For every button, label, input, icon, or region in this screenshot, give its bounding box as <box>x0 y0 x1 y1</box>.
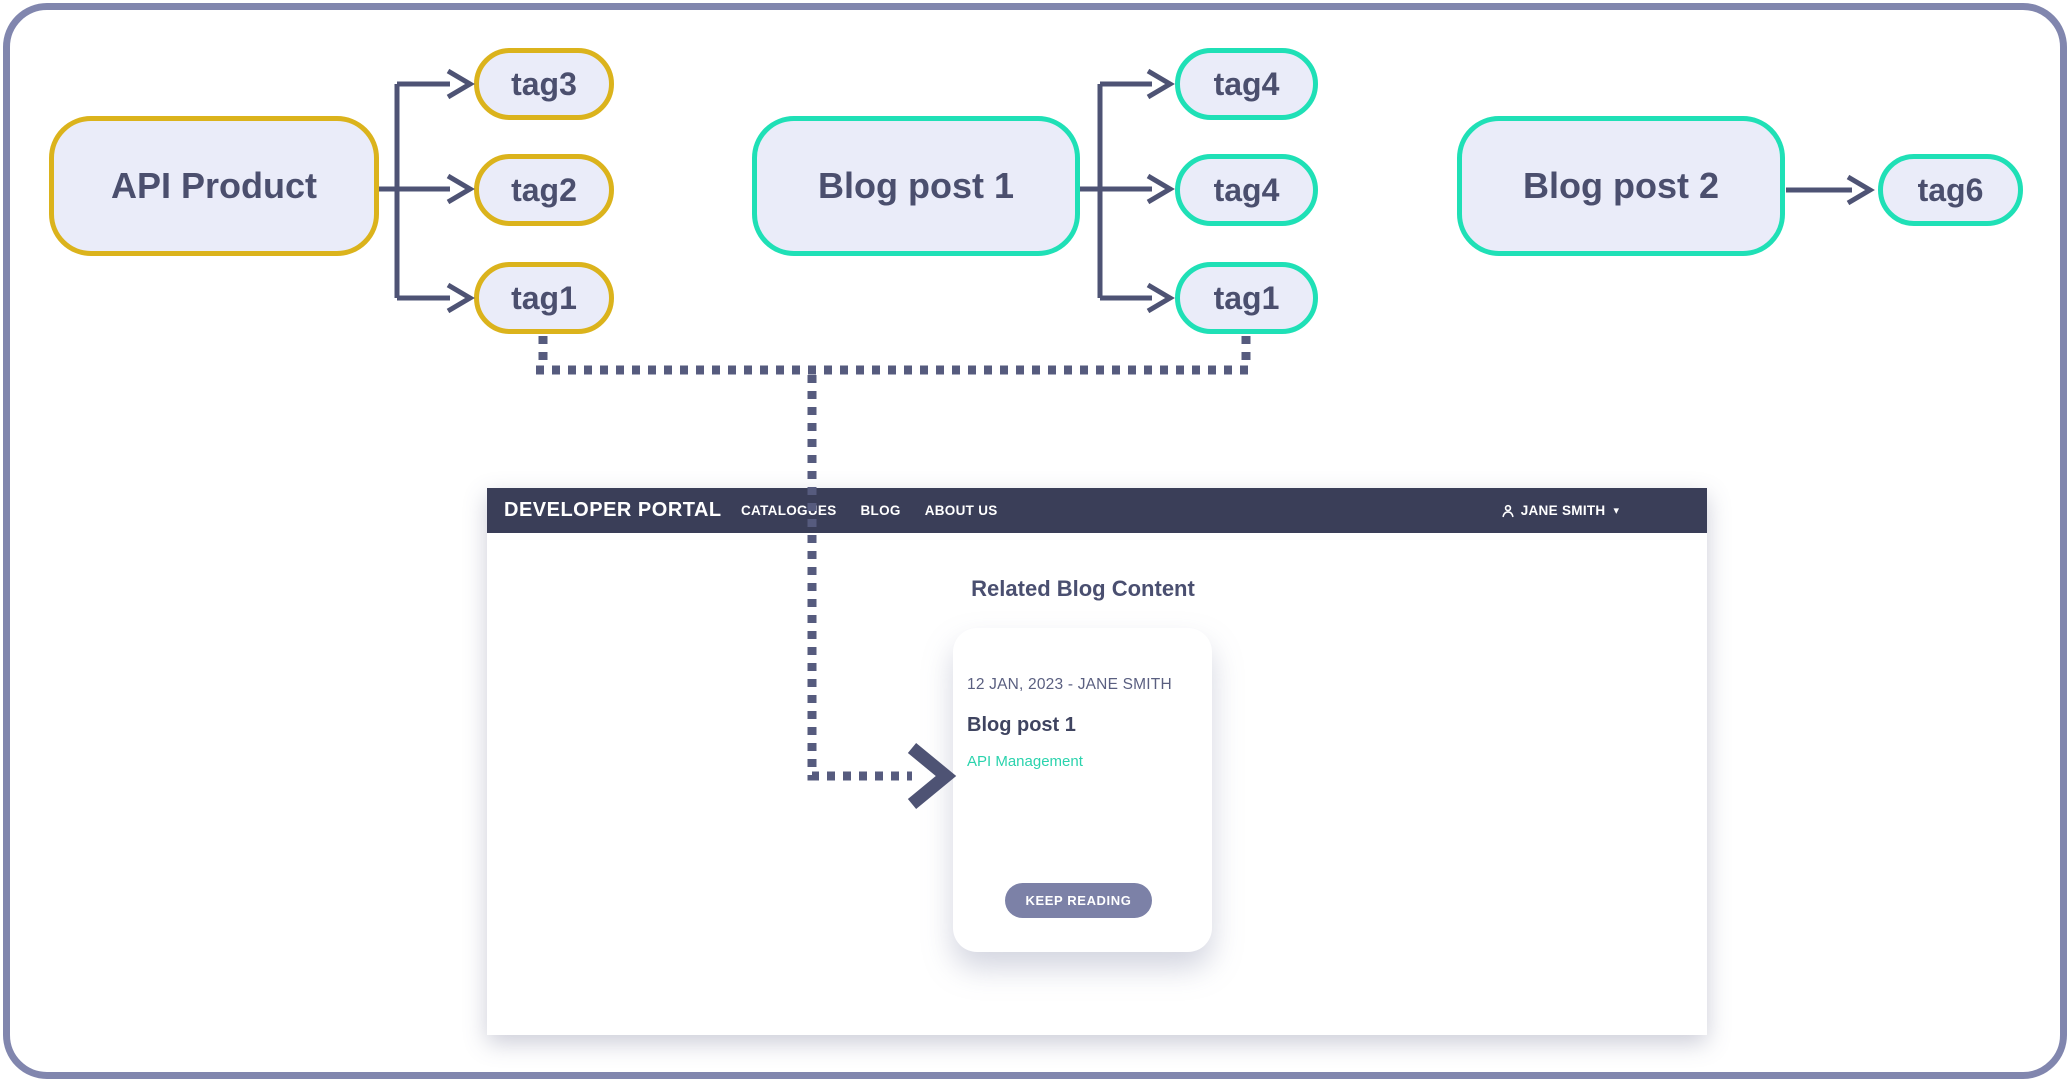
node-tag2: tag2 <box>474 154 614 226</box>
node-tag1-left: tag1 <box>474 262 614 334</box>
connector-api-product-tags <box>379 68 475 314</box>
related-blog-content-heading: Related Blog Content <box>971 576 1195 601</box>
arrowhead-icon <box>1146 282 1175 314</box>
portal-navbar: DEVELOPER PORTAL CATALOGUES BLOG ABOUT U… <box>487 488 1707 533</box>
node-tag3: tag3 <box>474 48 614 120</box>
node-tag6: tag6 <box>1878 154 2023 226</box>
blog-card-tag-link[interactable]: API Management <box>967 753 1083 770</box>
blog-card-meta: 12 JAN, 2023 - JANE SMITH <box>967 676 1172 693</box>
node-tag4-top: tag4 <box>1175 48 1318 120</box>
connector-blog2-tag6 <box>1786 174 1875 206</box>
arrowhead-icon <box>1146 68 1175 100</box>
node-tag1-middle: tag1 <box>1175 262 1318 334</box>
arrowhead-icon <box>446 68 475 100</box>
arrowhead-icon <box>446 173 475 205</box>
nav-item-blog[interactable]: BLOG <box>860 503 901 518</box>
portal-nav: CATALOGUES BLOG ABOUT US <box>741 488 998 533</box>
node-api-product: API Product <box>49 116 379 256</box>
keep-reading-button[interactable]: KEEP READING <box>1005 883 1152 918</box>
nav-item-catalogues[interactable]: CATALOGUES <box>741 503 837 518</box>
node-tag4-middle: tag4 <box>1175 154 1318 226</box>
node-blog-post-1: Blog post 1 <box>752 116 1080 256</box>
node-blog-post-2: Blog post 2 <box>1457 116 1785 256</box>
blog-card-title: Blog post 1 <box>967 714 1076 736</box>
portal-brand: DEVELOPER PORTAL <box>504 499 722 521</box>
arrowhead-icon <box>1146 173 1175 205</box>
connector-blog1-tags <box>1080 68 1175 314</box>
caret-down-icon: ▾ <box>1613 505 1619 517</box>
arrowhead-icon <box>446 282 475 314</box>
user-name: JANE SMITH <box>1520 503 1606 518</box>
nav-item-about-us[interactable]: ABOUT US <box>924 503 998 518</box>
user-menu[interactable]: JANE SMITH ▾ <box>1500 488 1619 533</box>
user-icon <box>1502 504 1514 517</box>
blog-card[interactable]: 12 JAN, 2023 - JANE SMITH Blog post 1 AP… <box>953 628 1212 952</box>
arrowhead-icon <box>1846 174 1875 206</box>
